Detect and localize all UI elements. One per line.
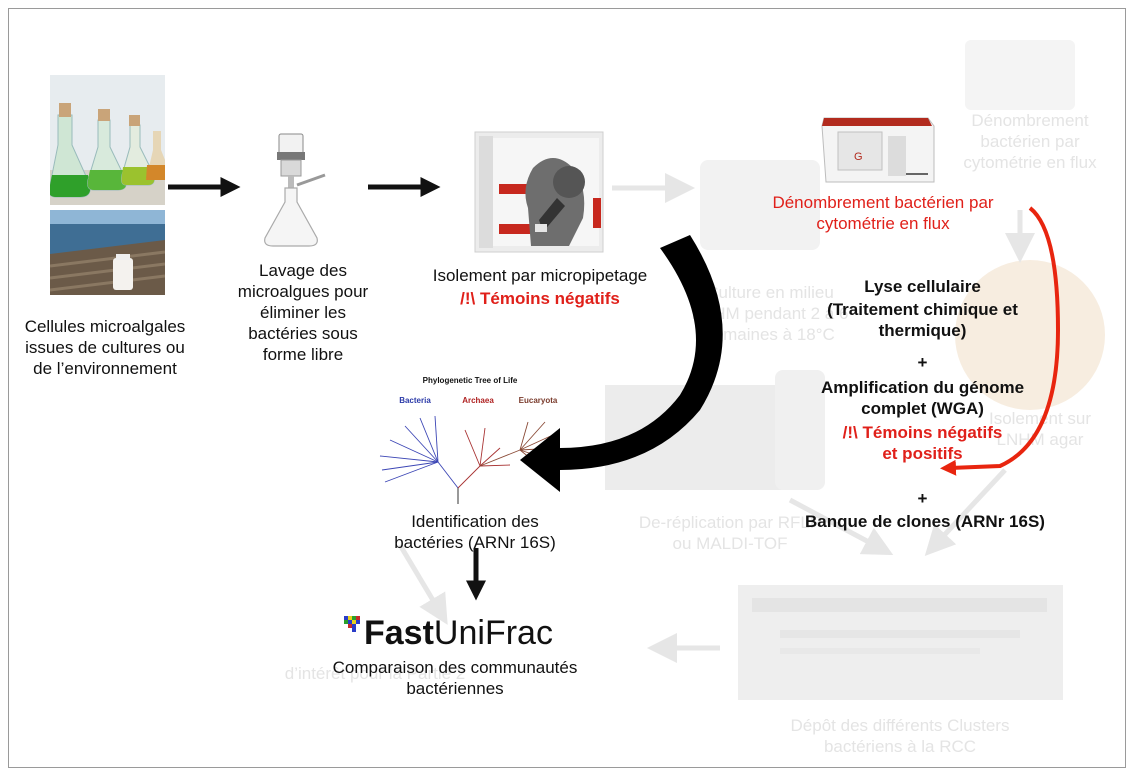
faded-arrow-to-logo: [397, 543, 448, 625]
cells-label: Cellules microalgales issues de cultures…: [24, 317, 186, 378]
maldi-instrument-image: [775, 370, 825, 490]
counting-label: Dénombrement bactérien par cytométrie en…: [772, 193, 994, 233]
svg-text:G: G: [854, 151, 863, 163]
wash-label: Lavage des microalgues pour éliminer les…: [237, 261, 369, 364]
dereplication-faded-label: De-réplication par RFLP ou MALDI-TOF: [638, 513, 822, 553]
wga-controls-label: /!\ Témoins négatifs et positifs: [842, 423, 1003, 463]
curved-arrow-to-identification: [520, 235, 723, 492]
logo-unifrac-text: UniFrac: [434, 614, 553, 652]
red-arrow-counting-to-controls: [940, 206, 1061, 476]
isolation-label: Isolement par micropipetage: [432, 266, 648, 285]
comparison-label: Comparaison des communautés bactériennes: [332, 658, 578, 698]
faded-arrow-dereplication: [788, 497, 894, 556]
faded-arrow-to-deposit: [924, 468, 1007, 556]
isolation-controls-label: /!\ Témoins négatifs: [460, 289, 620, 308]
fastunifrac-logo: FastUniFrac: [344, 614, 553, 652]
fastunifrac-grid-icon: [344, 616, 360, 632]
lysis-title: Lyse cellulaire: [864, 277, 981, 296]
svg-text:FastUniFrac: FastUniFrac: [364, 614, 553, 652]
environment-photo: [50, 210, 165, 295]
flow-cytometer-image: G: [821, 117, 935, 183]
interest-faded-label: d’intérêt pour la Partie 2: [284, 664, 466, 683]
lysis-detail: (Traitement chimique et thermique): [827, 300, 1018, 340]
tree-archaea-label: Archaea: [462, 396, 494, 405]
identification-label: Identification des bactéries (ARNr 16S): [394, 512, 556, 552]
faded-cytometer-image: [965, 40, 1075, 110]
microalgae-culture-photo: [50, 75, 165, 205]
clones-label: Banque de clones (ARNr 16S): [805, 512, 1045, 531]
wga-label: Amplification du génome complet (WGA): [820, 378, 1025, 418]
counting-faded-label: Dénombrement bactérien par cytométrie en…: [963, 111, 1097, 172]
micropipetting-hood-image: [473, 128, 608, 256]
filtration-apparatus-image: [264, 133, 326, 247]
tree-eucaryota-label: Eucaryota: [519, 396, 558, 405]
plus-sign-1: +: [917, 353, 928, 372]
logo-fast-text: Fast: [364, 614, 434, 652]
deposit-faded-label: Dépôt des différents Clusters bactériens…: [790, 716, 1010, 756]
plating-faded-label: Isolement sur LNHM agar: [988, 409, 1092, 449]
plus-sign-2: +: [917, 489, 928, 508]
petri-dish-image: [955, 260, 1105, 410]
culture-faded-label: Culture en milieu LNHM pendant 2 à 6 sem…: [691, 283, 849, 344]
culture-plate-image: [700, 160, 820, 250]
tree-bacteria-label: Bacteria: [399, 396, 431, 405]
tree-title: Phylogenetic Tree of Life: [423, 376, 518, 385]
